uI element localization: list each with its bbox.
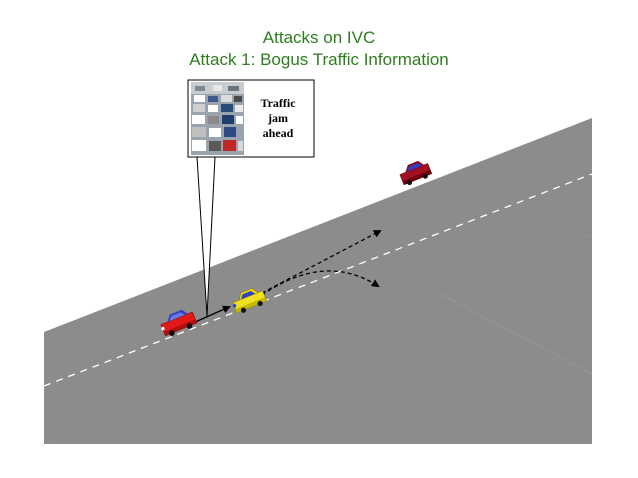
side-road-upper-edge (436, 235, 592, 374)
dark-red-car-icon (399, 160, 433, 186)
message-arrow (192, 305, 231, 324)
callout-line: Traffic (260, 96, 296, 110)
callout-message: Traffic jam ahead (248, 96, 308, 141)
traffic-jam-photo (191, 82, 244, 155)
road (44, 118, 592, 444)
side-road (44, 292, 592, 444)
callout-line: jam (268, 111, 288, 125)
red-car-icon (160, 309, 198, 337)
lane-marking (43, 173, 593, 387)
yellow-car-icon (232, 288, 267, 314)
callout-line: ahead (262, 126, 294, 140)
slide-subtitle: Attack 1: Bogus Traffic Information (189, 50, 449, 69)
turn-path-arrow (261, 270, 380, 296)
slide-title: Attacks on IVC (262, 28, 376, 47)
main-road (44, 118, 592, 444)
